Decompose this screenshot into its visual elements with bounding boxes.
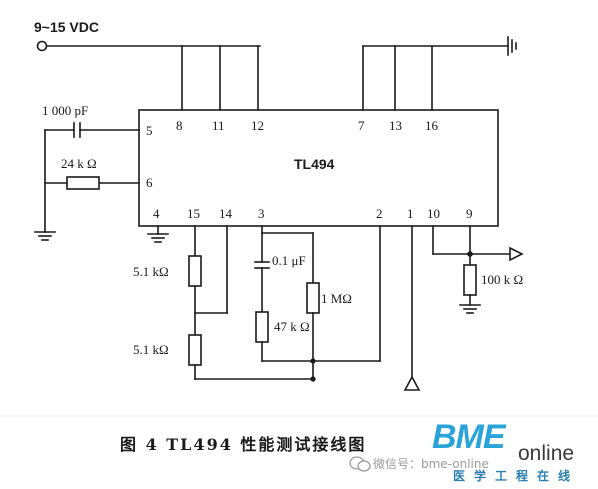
pin-10-label: 10 [427, 206, 440, 221]
supply-terminal [36, 40, 48, 52]
pin-8-label: 8 [176, 118, 183, 133]
input-arrow [403, 375, 421, 391]
cap-1000pf-label: 1 000 pF [42, 103, 89, 118]
resistor-47k [255, 311, 269, 343]
bme-subtitle: 医学工程在线 [453, 469, 580, 483]
pin-12-label: 12 [251, 118, 264, 133]
res-1m-label: 1 MΩ [321, 291, 352, 306]
pin-5-label: 5 [146, 123, 153, 138]
pin-7-label: 7 [358, 118, 365, 133]
chip-name: TL494 [294, 156, 335, 172]
pin-4-label: 4 [153, 206, 160, 221]
bme-logo: BME [432, 418, 506, 456]
pin-15-label: 15 [187, 206, 200, 221]
resistor-5k1-upper [188, 255, 202, 287]
pin-6-label: 6 [146, 175, 153, 190]
wechat-id-text: 微信号：bme-online [373, 457, 489, 471]
res-5k1-lower-label: 5.1 kΩ [133, 342, 169, 357]
pin-1-label: 1 [407, 206, 414, 221]
bme-online-text: online [518, 442, 575, 465]
pin-14-label: 14 [219, 206, 232, 221]
res-100k-label: 100 k Ω [481, 272, 524, 287]
cap-0-1uf-label: 0.1 μF [272, 253, 306, 268]
pin-11-label: 11 [212, 118, 225, 133]
resistor-100k [463, 264, 477, 296]
res-24k-label: 24 k Ω [61, 156, 97, 171]
wechat-icon [349, 456, 371, 472]
output-arrow [509, 246, 524, 262]
res-47k-label: 47 k Ω [274, 319, 310, 334]
resistor-24k [66, 176, 100, 190]
pin-9-label: 9 [466, 206, 473, 221]
resistor-5k1-lower [188, 334, 202, 366]
res-5k1-upper-label: 5.1 kΩ [133, 264, 169, 279]
pin-3-label: 3 [258, 206, 265, 221]
resistor-1m [306, 282, 320, 314]
supply-label: 9~15 VDC [34, 19, 99, 35]
pin-13-label: 13 [389, 118, 402, 133]
figure-caption: 图 4 TL494 性能测试接线图 [120, 435, 367, 454]
pin-16-label: 16 [425, 118, 438, 133]
pin-2-label: 2 [376, 206, 383, 221]
tl494-body [138, 109, 499, 227]
